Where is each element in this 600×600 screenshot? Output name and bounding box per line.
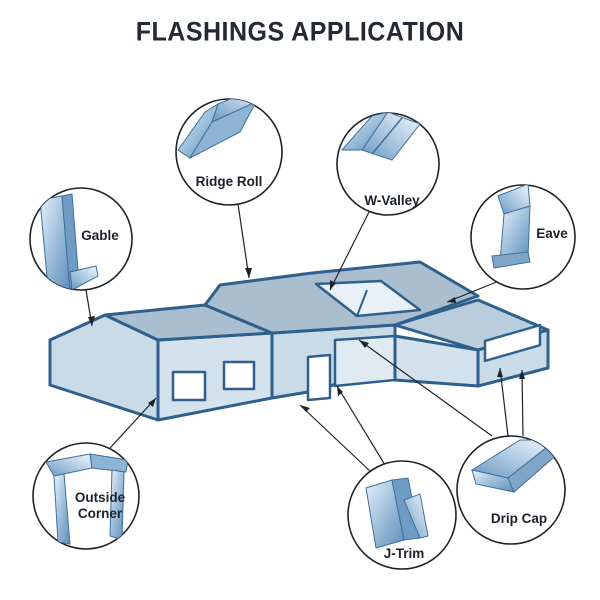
outside-corner-label-line2: Corner	[78, 506, 123, 521]
leader-lines	[85, 203, 524, 474]
callout-outside-corner: Outside Corner	[32, 442, 140, 550]
leader-arrowheads	[88, 268, 525, 412]
left-window	[171, 370, 207, 402]
callout-j-trim: J-Trim	[347, 460, 457, 570]
house-illustration	[48, 260, 550, 422]
callout-w-valley: W-Valley	[336, 112, 440, 216]
door-opening	[306, 353, 332, 402]
ridge-roll-label: Ridge Roll	[196, 174, 263, 189]
ridge-roll-flashing-icon	[177, 99, 263, 160]
garage-vent	[483, 323, 542, 363]
outside-corner-flashing-icon	[45, 453, 129, 545]
gable-label: Gable	[81, 228, 119, 243]
callout-drip-cap: Drip Cap	[456, 435, 566, 545]
valley-dormer	[314, 279, 422, 318]
w-valley-label: W-Valley	[364, 193, 420, 208]
eave-label: Eave	[536, 226, 568, 241]
right-window	[222, 360, 256, 391]
callout-gable: Gable	[29, 187, 133, 291]
diagram-title: FLASHINGS APPLICATION	[135, 16, 465, 48]
drip-cap-label: Drip Cap	[491, 511, 547, 526]
gable-flashing-icon	[39, 193, 99, 290]
j-trim-label: J-Trim	[384, 546, 425, 561]
callout-ridge-roll: Ridge Roll	[175, 98, 283, 206]
eave-flashing-icon	[491, 185, 531, 269]
callout-eave: Eave	[470, 184, 576, 290]
j-trim-flashing-icon	[365, 477, 429, 549]
outside-corner-label-line1: Outside	[75, 490, 126, 505]
